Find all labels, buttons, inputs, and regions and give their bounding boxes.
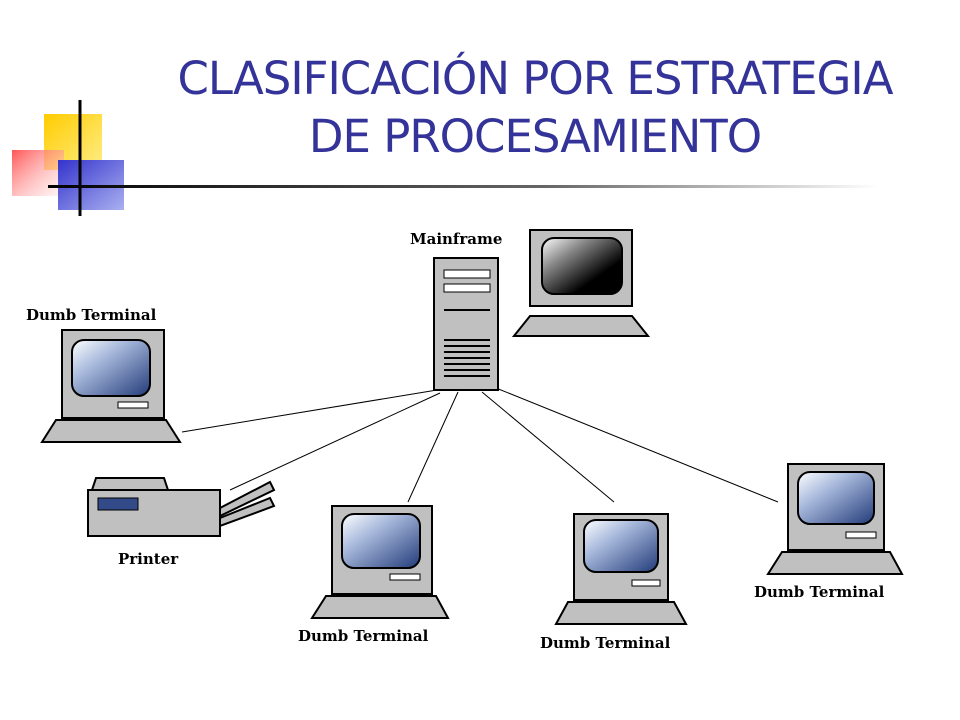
connection-lines <box>181 387 779 503</box>
mainframe-label: Mainframe <box>410 230 502 248</box>
mainframe-console-icon <box>511 229 651 337</box>
terminal-bottom-1-label: Dumb Terminal <box>298 627 429 645</box>
terminal-bottom-1-icon <box>310 505 450 619</box>
deco-red-square <box>12 150 64 196</box>
terminal-left-label: Dumb Terminal <box>26 306 157 324</box>
printer-label: Printer <box>118 550 179 568</box>
title-underline <box>48 185 878 188</box>
terminal-right-icon <box>766 463 904 575</box>
terminal-left-icon <box>40 329 182 443</box>
link-terminal-bottom-2 <box>481 391 615 503</box>
mainframe-icon <box>433 257 499 391</box>
terminal-bottom-2-label: Dumb Terminal <box>540 634 671 652</box>
link-terminal-left <box>181 389 438 433</box>
link-terminal-right <box>495 387 779 503</box>
title-line-1: CLASIFICACIÓN POR ESTRATEGIA <box>177 52 894 105</box>
printer-icon <box>87 477 276 537</box>
page-title: CLASIFICACIÓN POR ESTRATEGIA DE PROCESAM… <box>110 50 960 166</box>
terminal-bottom-2-icon <box>554 513 688 625</box>
link-printer <box>229 392 441 491</box>
terminal-right-label: Dumb Terminal <box>754 583 885 601</box>
link-terminal-bottom-1 <box>407 391 459 503</box>
title-line-2: DE PROCESAMIENTO <box>308 110 762 163</box>
